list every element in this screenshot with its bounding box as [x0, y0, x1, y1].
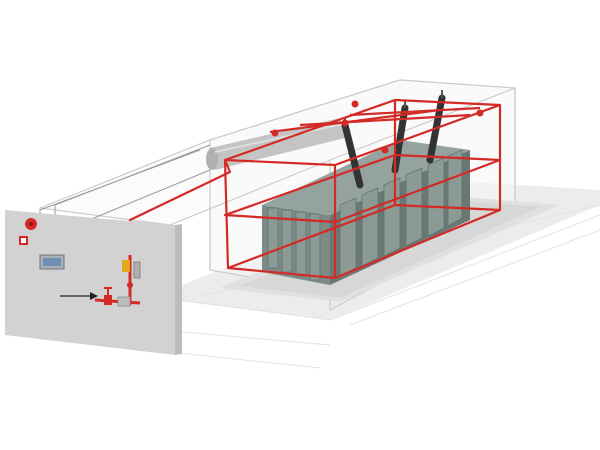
roof-detectors — [271, 100, 484, 154]
spray-nozzle-icon — [381, 146, 389, 154]
flow-direction-arrow-icon — [90, 292, 98, 300]
pressure-gauge-icon — [133, 261, 141, 279]
water-inlet — [60, 287, 141, 307]
control-panel-icon[interactable] — [39, 254, 65, 270]
bushing-1 — [341, 121, 364, 189]
conservator-tank — [206, 118, 345, 170]
manual-call-point-icon[interactable] — [19, 236, 28, 245]
valve-icon[interactable] — [122, 260, 130, 272]
equipment-wall — [5, 210, 182, 355]
wall-panel — [5, 210, 175, 355]
spray-nozzle-icon — [341, 119, 349, 127]
valve-icon[interactable] — [104, 287, 112, 305]
spray-nozzle-icon — [351, 100, 359, 108]
transformer-tank-top — [262, 140, 470, 215]
fire-alarm-bell-icon — [25, 218, 37, 230]
spray-nozzle-icon — [271, 129, 279, 137]
wall-panel-edge — [175, 224, 182, 355]
spray-nozzle-icon — [476, 109, 484, 117]
